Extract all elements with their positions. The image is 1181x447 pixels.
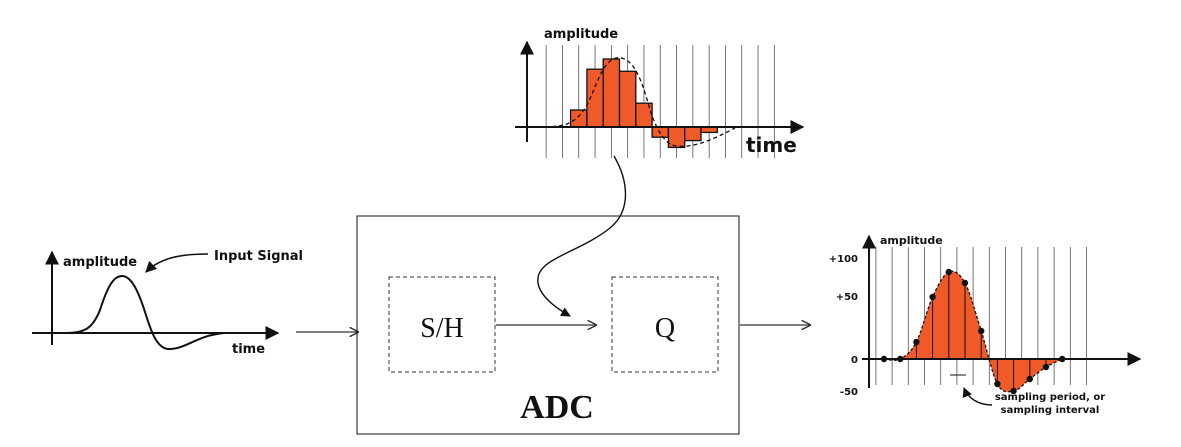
sampling-interval-callout-arrow [962, 387, 993, 406]
out-sample-dot [913, 338, 920, 346]
adc-outer-box [356, 215, 740, 435]
sh-bars [569, 58, 718, 149]
out-ylabel: amplitude [880, 234, 943, 247]
input-xlabel: time [232, 342, 265, 357]
sh-xlabel: time [746, 133, 797, 157]
sh-step-bar [569, 109, 588, 128]
sample-hold-plot: amplitude time [515, 27, 805, 317]
sh-step-bar [667, 126, 686, 149]
input-signal-plot: amplitude time Input Signal [32, 249, 303, 357]
out-sample-dot [1042, 363, 1050, 371]
adc-block: S/H Q ADC [356, 215, 740, 435]
input-signal-curve [61, 274, 225, 351]
quantizer-box [611, 276, 719, 373]
out-sample-dot [945, 268, 952, 276]
sh-step-bar [586, 68, 604, 128]
out-tick-plus100: +100 [829, 254, 858, 265]
sh-ylabel: amplitude [544, 27, 618, 42]
input-signal-annotation: Input Signal [214, 249, 303, 264]
out-tick-minus50: -50 [840, 387, 858, 398]
out-sample-dot [1010, 387, 1017, 395]
sh-dashed-signal-curve [537, 57, 736, 147]
sampling-annotation-line1: sampling period, or [995, 392, 1105, 403]
input-ylabel: amplitude [63, 255, 137, 270]
sh-step-bar [618, 70, 637, 128]
sh-step-bar [602, 58, 621, 128]
out-sample-dot [994, 380, 1001, 388]
out-sample-dot [978, 327, 985, 335]
sample-hold-box [388, 276, 496, 373]
out-tick-plus50: +50 [836, 292, 858, 303]
out-tick-zero: 0 [851, 355, 858, 366]
quantizer-label: Q [655, 313, 675, 344]
sh-gridlines [545, 45, 775, 158]
out-sample-dot [929, 293, 936, 301]
sampling-annotation-line2: sampling interval [1001, 405, 1100, 416]
input-signal-callout-arrow [145, 253, 209, 273]
out-gridlines [875, 247, 1087, 385]
sh-step-bar [684, 126, 702, 142]
out-filled-area [884, 271, 1063, 392]
out-sample-dot [1026, 375, 1034, 383]
out-sample-stems [915, 272, 1047, 391]
sampled-output-plot: amplitude +100 +50 0 -50 sampling period… [829, 234, 1142, 416]
sample-hold-label: S/H [420, 313, 464, 344]
sh-to-adc-connector [537, 155, 627, 317]
out-sample-dot [961, 279, 969, 287]
adc-title: ADC [520, 389, 594, 426]
